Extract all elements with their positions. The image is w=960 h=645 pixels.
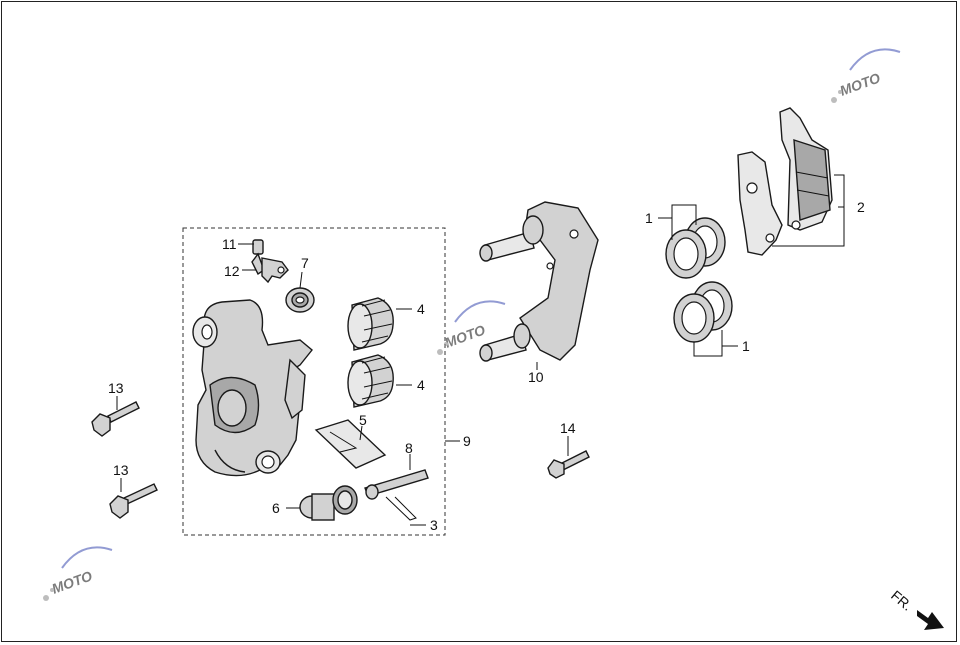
slide-pin	[299, 485, 358, 521]
mounting-bolt-lower	[109, 483, 158, 519]
brake-pad-rear	[779, 107, 833, 231]
callout-11: 11	[222, 236, 237, 252]
brake-pad-front	[737, 151, 783, 256]
callout-5: 5	[359, 412, 367, 428]
mounting-bolt-upper	[91, 401, 140, 437]
watermark-logo-top-right: MOTO	[831, 48, 901, 103]
bracket-bolt	[547, 450, 590, 479]
callout-4-lower: 4	[417, 377, 425, 393]
watermark-logo-bottom-left: MOTO	[43, 546, 113, 601]
caliper-body	[192, 299, 313, 477]
bleeder-screw	[251, 239, 265, 276]
caliper-bracket	[479, 201, 599, 362]
front-arrow-icon	[917, 610, 944, 630]
callout-9: 9	[463, 433, 471, 449]
callout-13-upper: 13	[108, 380, 124, 396]
svg-text:MOTO: MOTO	[50, 567, 95, 596]
piston-upper	[347, 297, 394, 351]
callout-10: 10	[528, 369, 544, 385]
retaining-clip	[385, 496, 417, 521]
callout-1-upper: 1	[645, 210, 653, 226]
callout-3: 3	[430, 517, 438, 533]
callout-7: 7	[301, 255, 309, 271]
callout-12: 12	[224, 263, 240, 279]
piston-seal-set-upper	[665, 217, 726, 279]
callout-4-upper: 4	[417, 301, 425, 317]
direction-label: FR.	[888, 587, 916, 614]
piston-lower	[347, 354, 394, 408]
svg-text:MOTO: MOTO	[443, 321, 488, 350]
piston-seal-set-lower	[673, 281, 733, 343]
front-direction-indicator: FR.	[888, 587, 944, 630]
callout-14: 14	[560, 420, 576, 436]
bleeder-cap	[261, 257, 289, 284]
leader-lines	[116, 174, 845, 526]
callout-2: 2	[857, 199, 865, 215]
pad-spring	[314, 419, 387, 469]
callout-8: 8	[405, 440, 413, 456]
svg-text:MOTO: MOTO	[838, 69, 883, 98]
callout-13-lower: 13	[113, 462, 129, 478]
callout-1-lower: 1	[742, 338, 750, 354]
caliper-assembly-box	[182, 227, 446, 536]
callout-6: 6	[272, 500, 280, 516]
pad-pin	[364, 469, 429, 500]
boot-seal	[285, 287, 315, 313]
